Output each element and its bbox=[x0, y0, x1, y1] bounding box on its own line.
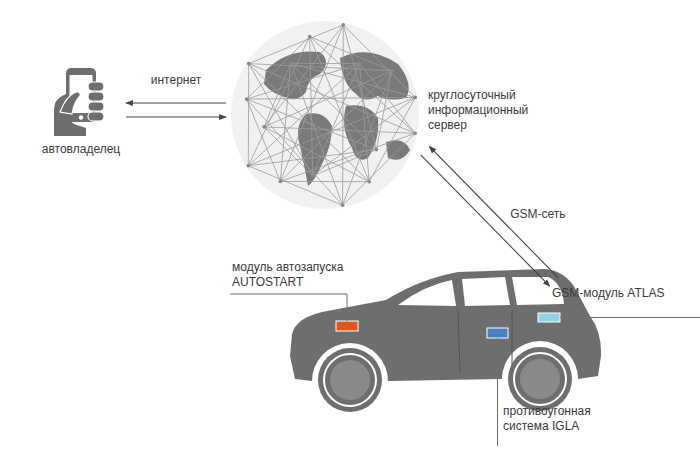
globe-icon bbox=[228, 18, 423, 213]
module-label: GSM-модуль ATLAS bbox=[552, 286, 692, 301]
globe-sphere bbox=[231, 21, 419, 209]
network-line bbox=[248, 37, 309, 166]
network-node bbox=[413, 132, 417, 136]
network-line bbox=[247, 99, 281, 181]
car-window bbox=[398, 280, 456, 306]
network-node bbox=[390, 69, 394, 73]
network-node bbox=[358, 62, 362, 66]
network-line bbox=[248, 64, 249, 166]
network-line bbox=[249, 64, 392, 71]
network-line bbox=[310, 37, 370, 182]
module-name: модуль автозапуска AUTOSTART bbox=[232, 260, 362, 290]
network-node bbox=[279, 180, 283, 184]
server-node: круглосуточный информационный сервер bbox=[228, 18, 423, 213]
door-line bbox=[458, 310, 460, 372]
connector-label: GSM-сеть bbox=[507, 207, 568, 222]
network-node bbox=[262, 125, 266, 129]
network-line bbox=[280, 133, 415, 181]
leader-line bbox=[560, 317, 700, 318]
phone-node: автовладелец bbox=[40, 66, 122, 157]
phone-icon bbox=[46, 66, 116, 136]
network-node bbox=[308, 35, 312, 39]
module-name: противоугонная система IGLA bbox=[503, 404, 615, 434]
autostart-module bbox=[336, 321, 358, 331]
network-node bbox=[247, 62, 251, 66]
network-line bbox=[280, 71, 391, 182]
network-line bbox=[313, 97, 416, 175]
network-line bbox=[247, 37, 310, 100]
network-node bbox=[341, 204, 345, 208]
network-line bbox=[360, 64, 416, 134]
finger bbox=[88, 102, 104, 111]
connector-label: интернет bbox=[148, 73, 204, 88]
network-node bbox=[311, 174, 315, 178]
wheel bbox=[508, 347, 572, 411]
network-line bbox=[280, 181, 369, 182]
network-node bbox=[245, 97, 249, 101]
network-node bbox=[414, 96, 418, 100]
network-node bbox=[375, 148, 379, 152]
connector-arrow bbox=[126, 116, 226, 117]
leader-line bbox=[497, 338, 498, 446]
network-node bbox=[247, 164, 251, 168]
module-name: GSM-модуль ATLAS bbox=[552, 286, 692, 301]
wheel bbox=[318, 348, 382, 412]
finger bbox=[88, 82, 104, 91]
network-node bbox=[342, 23, 346, 27]
thumb bbox=[60, 92, 80, 114]
network-line bbox=[360, 64, 370, 182]
network-line bbox=[343, 25, 415, 98]
network-line bbox=[343, 71, 392, 206]
car-window bbox=[462, 277, 510, 306]
network-line bbox=[313, 64, 360, 176]
connector-arrow bbox=[126, 102, 226, 103]
network-line bbox=[280, 25, 343, 182]
module-label: модуль автозапуска AUTOSTART bbox=[232, 260, 362, 290]
door-line bbox=[512, 310, 513, 368]
leader-line bbox=[230, 294, 347, 321]
atlas-module bbox=[538, 313, 560, 322]
igla-module bbox=[487, 328, 508, 338]
network-line bbox=[247, 99, 343, 205]
server-label: круглосуточный информационный сервер bbox=[428, 88, 540, 133]
finger bbox=[88, 92, 104, 101]
network-line bbox=[248, 166, 342, 206]
network-line bbox=[369, 97, 415, 181]
owner-label: автовладелец bbox=[40, 142, 122, 157]
phone-button bbox=[79, 115, 83, 119]
finger bbox=[88, 112, 104, 121]
network-line bbox=[291, 63, 360, 64]
module-label: противоугонная система IGLA bbox=[503, 404, 615, 434]
network-line bbox=[264, 127, 313, 176]
network-node bbox=[289, 62, 293, 66]
network-line bbox=[342, 25, 344, 206]
network-line bbox=[280, 63, 290, 181]
network-line bbox=[248, 97, 415, 165]
network-node bbox=[367, 180, 371, 184]
